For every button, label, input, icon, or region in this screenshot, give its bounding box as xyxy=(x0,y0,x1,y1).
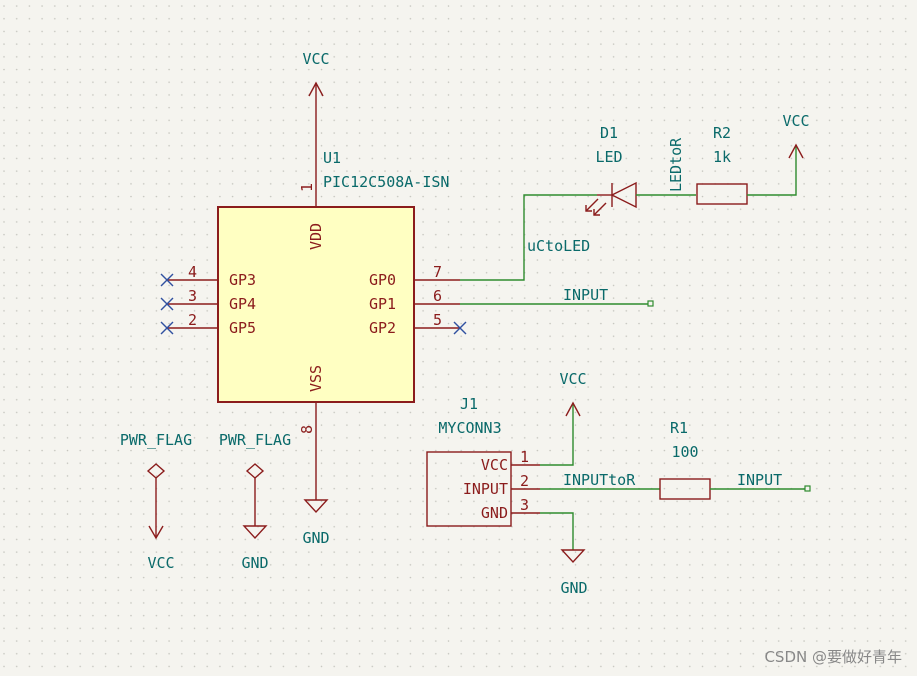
u1-ref: U1 xyxy=(323,149,341,167)
d1-value: LED xyxy=(595,148,622,166)
vcc-r2-arrow-icon xyxy=(788,143,804,159)
u1-pin-vdd-name: VDD xyxy=(307,223,325,250)
vcc-power-top[interactable]: VCC xyxy=(302,50,330,180)
vcc-r2-label: VCC xyxy=(782,112,809,130)
d1-emission-arrowhead-1-icon xyxy=(593,209,600,216)
input-gp1-label-flag-icon xyxy=(647,300,654,307)
r1-ref: R1 xyxy=(670,419,688,437)
no-connect-gp2-icon xyxy=(453,321,467,335)
wire-uctoled[interactable] xyxy=(460,194,597,281)
j1-value: MYCONN3 xyxy=(438,419,501,437)
u1-pin-vdd-number: 1 xyxy=(298,183,316,192)
no-connect-gp3-icon xyxy=(160,273,174,287)
net-label-input-r1: INPUT xyxy=(737,471,782,489)
u1-pin-gp2-number: 5 xyxy=(433,311,442,329)
pwr-flag-vcc[interactable]: PWR_FLAG VCC xyxy=(120,431,192,572)
j1-connector[interactable]: J1 MYCONN3 VCC INPUT GND 1 2 3 xyxy=(426,395,540,527)
u1-body[interactable] xyxy=(217,206,415,403)
vcc-power-j1[interactable]: VCC xyxy=(559,370,587,417)
gnd-j1-label: GND xyxy=(560,579,587,597)
d1-ref: D1 xyxy=(600,124,618,142)
vcc-j1-arrow-icon xyxy=(565,401,581,417)
net-label-input-gp1: INPUT xyxy=(563,286,608,304)
pwr-flag-gnd[interactable]: PWR_FLAG GND xyxy=(219,431,291,572)
pwr-flag-1-label: PWR_FLAG xyxy=(120,431,192,449)
u1-pin-gp5-number: 2 xyxy=(188,311,197,329)
u1-pin-gp3-name: GP3 xyxy=(229,271,256,289)
d1-emission-arrow-1-icon xyxy=(593,202,607,216)
u1-pin-vss-name: VSS xyxy=(307,365,325,392)
net-label-inputtor: INPUTtoR xyxy=(563,471,636,489)
u1-pin-vss-number: 8 xyxy=(298,425,316,434)
wire-j1-gnd[interactable] xyxy=(540,512,574,550)
u1-component[interactable]: U1 PIC12C508A-ISN 1 VDD VSS 8 GP3 GP4 GP… xyxy=(167,149,460,434)
u1-pin-gp1-name: GP1 xyxy=(369,295,396,313)
j1-pin-3-name: GND xyxy=(481,504,508,522)
no-connect-gp5-icon xyxy=(160,321,174,335)
r2-resistor[interactable]: R2 1k xyxy=(696,124,748,205)
d1-led[interactable]: D1 LED xyxy=(585,124,696,216)
gnd-u1-triangle-icon xyxy=(303,499,329,514)
input-r1-label-flag-icon xyxy=(804,485,811,492)
vcc-j1-label: VCC xyxy=(559,370,586,388)
u1-pin-gp0-name: GP0 xyxy=(369,271,396,289)
u1-pin-gp4-name: GP4 xyxy=(229,295,256,313)
r2-value: 1k xyxy=(713,148,731,166)
vcc-top-label: VCC xyxy=(302,50,329,68)
net-label-ledtor: LEDtoR xyxy=(667,137,685,192)
j1-pin-1-number: 1 xyxy=(520,448,529,466)
vcc-flag-label: VCC xyxy=(147,554,174,572)
pwr-flag-1-arrow-icon xyxy=(148,525,164,540)
pwr-flag-2-label: PWR_FLAG xyxy=(219,431,291,449)
gnd-flag-label: GND xyxy=(241,554,268,572)
pwr-flag-2-gnd-triangle-icon xyxy=(242,525,268,540)
gnd-j1-triangle-icon xyxy=(560,549,586,564)
gnd-power-j1[interactable]: GND xyxy=(560,549,588,597)
r1-value: 100 xyxy=(671,443,698,461)
u1-pin-gp5-name: GP5 xyxy=(229,319,256,337)
j1-pin-2-name: INPUT xyxy=(463,480,508,498)
wire-j1-vcc[interactable] xyxy=(540,403,574,466)
u1-pin-gp2-name: GP2 xyxy=(369,319,396,337)
j1-pin-1-name: VCC xyxy=(481,456,508,474)
r2-ref: R2 xyxy=(713,124,731,142)
j1-ref: J1 xyxy=(460,395,478,413)
u1-pin-gp4-number: 3 xyxy=(188,287,197,305)
u1-value: PIC12C508A-ISN xyxy=(323,173,449,191)
u1-pin-gp0-number: 7 xyxy=(433,263,442,281)
u1-pin-gp1-number: 6 xyxy=(433,287,442,305)
watermark-text: CSDN @要做好青年 xyxy=(764,648,902,666)
d1-emission-arrowhead-2-icon xyxy=(585,205,592,212)
d1-emission-arrow-2-icon xyxy=(585,198,599,212)
net-label-uctoled: uCtoLED xyxy=(527,237,590,255)
no-connect-gp4-icon xyxy=(160,297,174,311)
j1-pin-2-number: 2 xyxy=(520,472,529,490)
vcc-top-arrow-icon xyxy=(308,81,324,97)
j1-pin-3-number: 3 xyxy=(520,496,529,514)
vcc-power-r2[interactable]: VCC xyxy=(782,112,810,159)
r2-body xyxy=(696,183,748,205)
gnd-u1-label: GND xyxy=(302,529,329,547)
r1-resistor[interactable]: R1 100 xyxy=(659,419,711,500)
gnd-power-u1[interactable]: GND xyxy=(302,430,330,547)
wire-r2-vcc[interactable] xyxy=(747,145,797,196)
u1-pin-gp3-number: 4 xyxy=(188,263,197,281)
